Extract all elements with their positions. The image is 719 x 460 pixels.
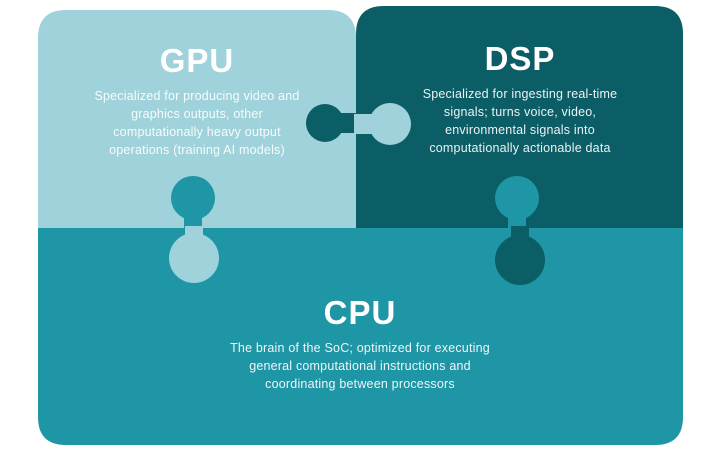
gpu-desc-line-1: Specialized for producing video and xyxy=(94,89,300,103)
dsp-desc-line-3: environmental signals into xyxy=(445,123,595,137)
gpu-section-labels: GPU Specialized for producing video and … xyxy=(57,42,337,159)
gpu-description: Specialized for producing video and grap… xyxy=(57,87,337,159)
gpu-tab-into-cpu-connector xyxy=(169,226,219,283)
cpu-desc-line-1: The brain of the SoC; optimized for exec… xyxy=(230,341,490,355)
gpu-desc-line-2: graphics outputs, other xyxy=(131,107,263,121)
cpu-description: The brain of the SoC; optimized for exec… xyxy=(210,339,510,393)
dsp-desc-line-1: Specialized for ingesting real-time xyxy=(422,87,618,101)
dsp-description: Specialized for ingesting real-time sign… xyxy=(380,85,660,157)
gpu-piece-shape xyxy=(38,10,356,228)
dsp-desc-line-2: signals; turns voice, video, xyxy=(443,105,597,119)
gpu-desc-line-3: computationally heavy output xyxy=(113,125,281,139)
dsp-section-labels: DSP Specialized for ingesting real-time … xyxy=(380,40,660,157)
cpu-section-labels: CPU The brain of the SoC; optimized for … xyxy=(210,294,510,393)
dsp-tab-into-gpu-connector xyxy=(306,104,358,142)
dsp-piece-shape xyxy=(356,6,683,228)
cpu-tab-into-gpu-connector xyxy=(171,176,215,230)
cpu-desc-line-3: coordinating between processors xyxy=(265,377,455,391)
dsp-desc-line-4: computationally actionable data xyxy=(429,141,611,155)
cpu-desc-line-2: general computational instructions and xyxy=(249,359,471,373)
gpu-tab-into-dsp-connector xyxy=(354,103,411,145)
dsp-title: DSP xyxy=(484,40,556,77)
gpu-desc-line-4: operations (training AI models) xyxy=(109,143,285,157)
gpu-title: GPU xyxy=(159,42,235,79)
cpu-tab-into-dsp-connector xyxy=(495,176,539,230)
dsp-tab-into-cpu-connector xyxy=(495,226,545,285)
cpu-title: CPU xyxy=(323,294,397,331)
